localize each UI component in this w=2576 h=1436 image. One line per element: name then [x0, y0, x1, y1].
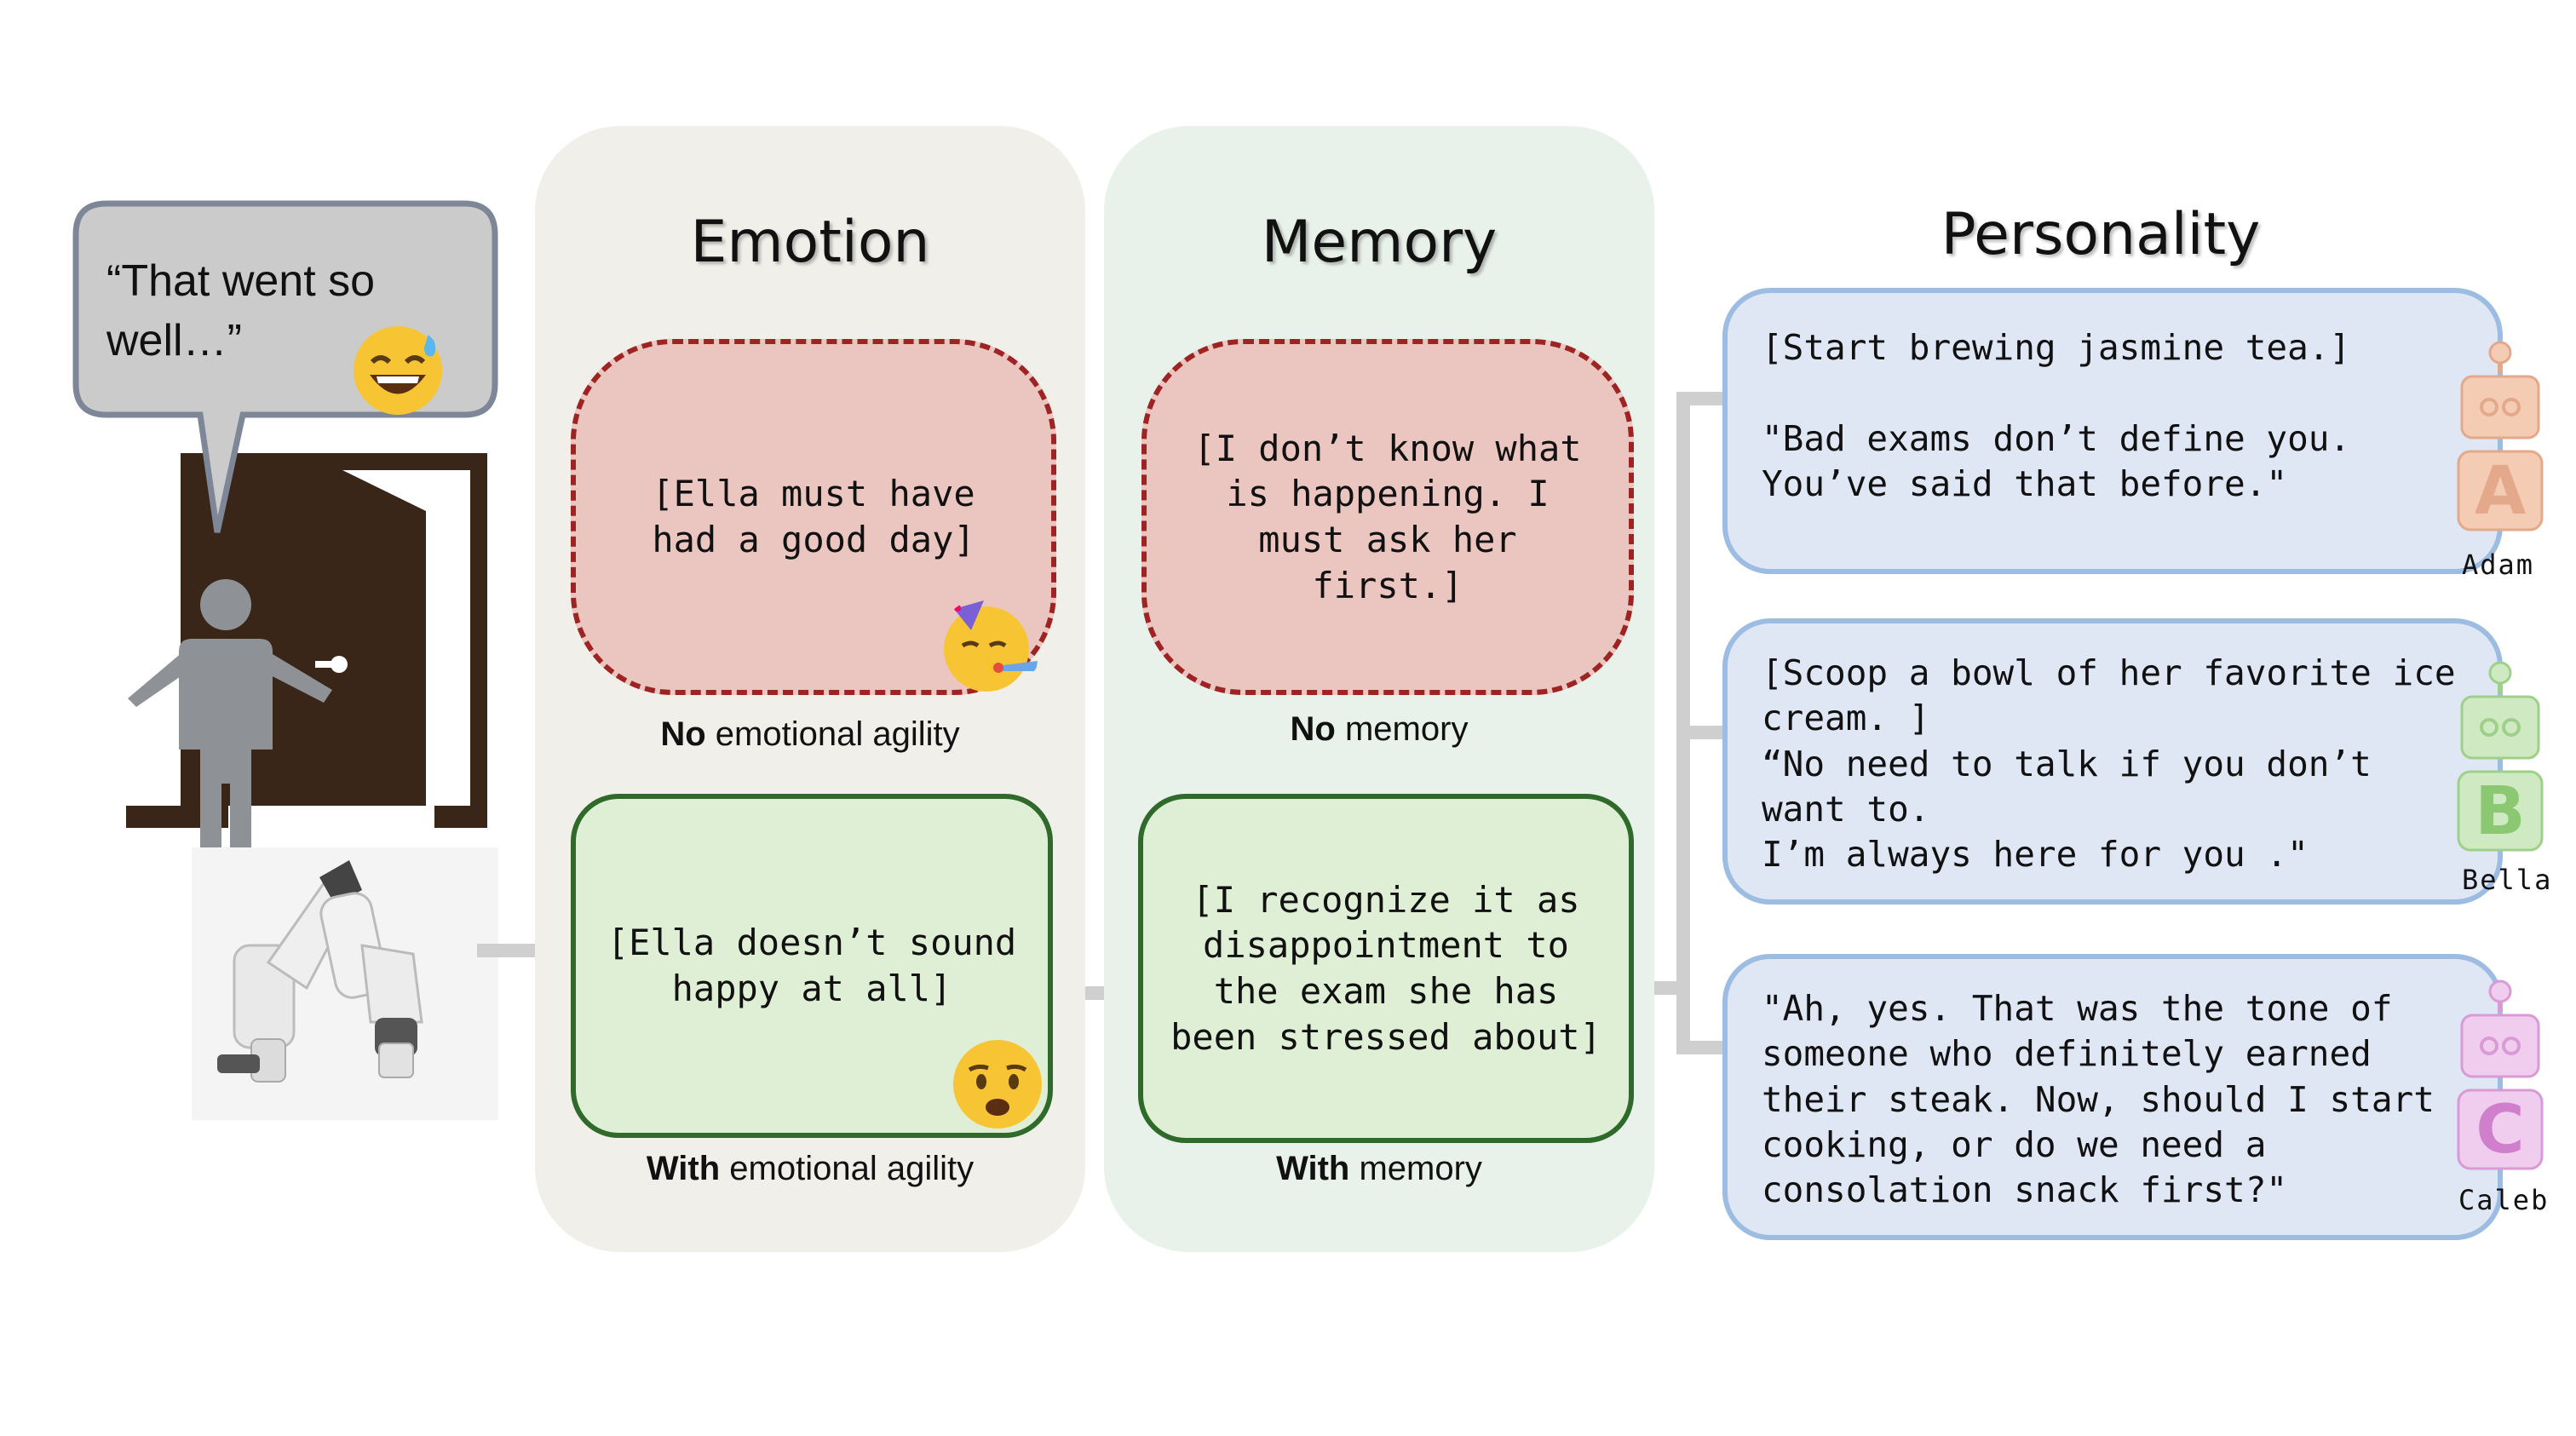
- emotion-with-caption-rest: emotional agility: [720, 1150, 975, 1187]
- robot-name-bella: Bella: [2462, 864, 2553, 896]
- memory-with-caption: With memory: [1104, 1150, 1654, 1188]
- emotion-no-caption: No emotional agility: [535, 715, 1085, 754]
- door-icon: [126, 453, 487, 828]
- person-icon: [128, 579, 348, 886]
- personality-box-caleb: "Ah, yes. That was the tone of someone w…: [1722, 954, 2503, 1240]
- memory-title: Memory: [1261, 209, 1498, 276]
- emotion-no-caption-bold: No: [660, 715, 706, 753]
- memory-no-box: [I don’t know what is happening. I must …: [1141, 339, 1634, 695]
- party-face-emoji-icon: [944, 600, 1038, 692]
- worried-face-emoji-icon: [953, 1040, 1042, 1129]
- robot-avatar-icon: A: [2457, 341, 2544, 531]
- sweat-smile-emoji-icon: [354, 326, 442, 415]
- emotion-no-caption-rest: emotional agility: [705, 715, 960, 753]
- robot-arm-icon: [217, 860, 423, 1083]
- robot-letter-bella: B: [2475, 773, 2525, 850]
- emotion-with-caption: With emotional agility: [535, 1150, 1085, 1188]
- robot-avatar-icon: C: [2457, 979, 2544, 1170]
- robot-name-adam: Adam: [2462, 549, 2535, 581]
- memory-with-caption-bold: With: [1276, 1150, 1350, 1187]
- connector-personality-vertical: [1676, 392, 1690, 1054]
- robot-letter-caleb: C: [2475, 1092, 2524, 1169]
- personality-title: Personality: [1941, 201, 2261, 268]
- memory-with-caption-rest: memory: [1349, 1150, 1482, 1187]
- robot-avatar-icon: B: [2457, 661, 2544, 852]
- connector-robot: [477, 944, 541, 957]
- memory-no-caption: No memory: [1104, 710, 1654, 749]
- connector-personality-c: [1676, 1041, 1726, 1054]
- memory-no-caption-rest: memory: [1335, 710, 1469, 748]
- emotion-with-caption-bold: With: [646, 1150, 721, 1187]
- connector-personality-a: [1676, 392, 1726, 405]
- memory-no-caption-bold: No: [1290, 710, 1336, 748]
- emotion-title: Emotion: [690, 209, 930, 276]
- speech-bubble-icon: [72, 200, 498, 533]
- personality-box-bella: [Scoop a bowl of her favorite ice cream.…: [1722, 618, 2503, 905]
- personality-box-adam: [Start brewing jasmine tea.] "Bad exams …: [1722, 288, 2503, 574]
- speech-text: “That went so well…”: [106, 256, 376, 366]
- memory-with-box: [I recognize it as disappointment to the…: [1138, 794, 1634, 1143]
- robot-letter-adam: A: [2475, 453, 2526, 530]
- robot-name-caleb: Caleb: [2458, 1184, 2550, 1216]
- connector-personality-b: [1676, 726, 1726, 739]
